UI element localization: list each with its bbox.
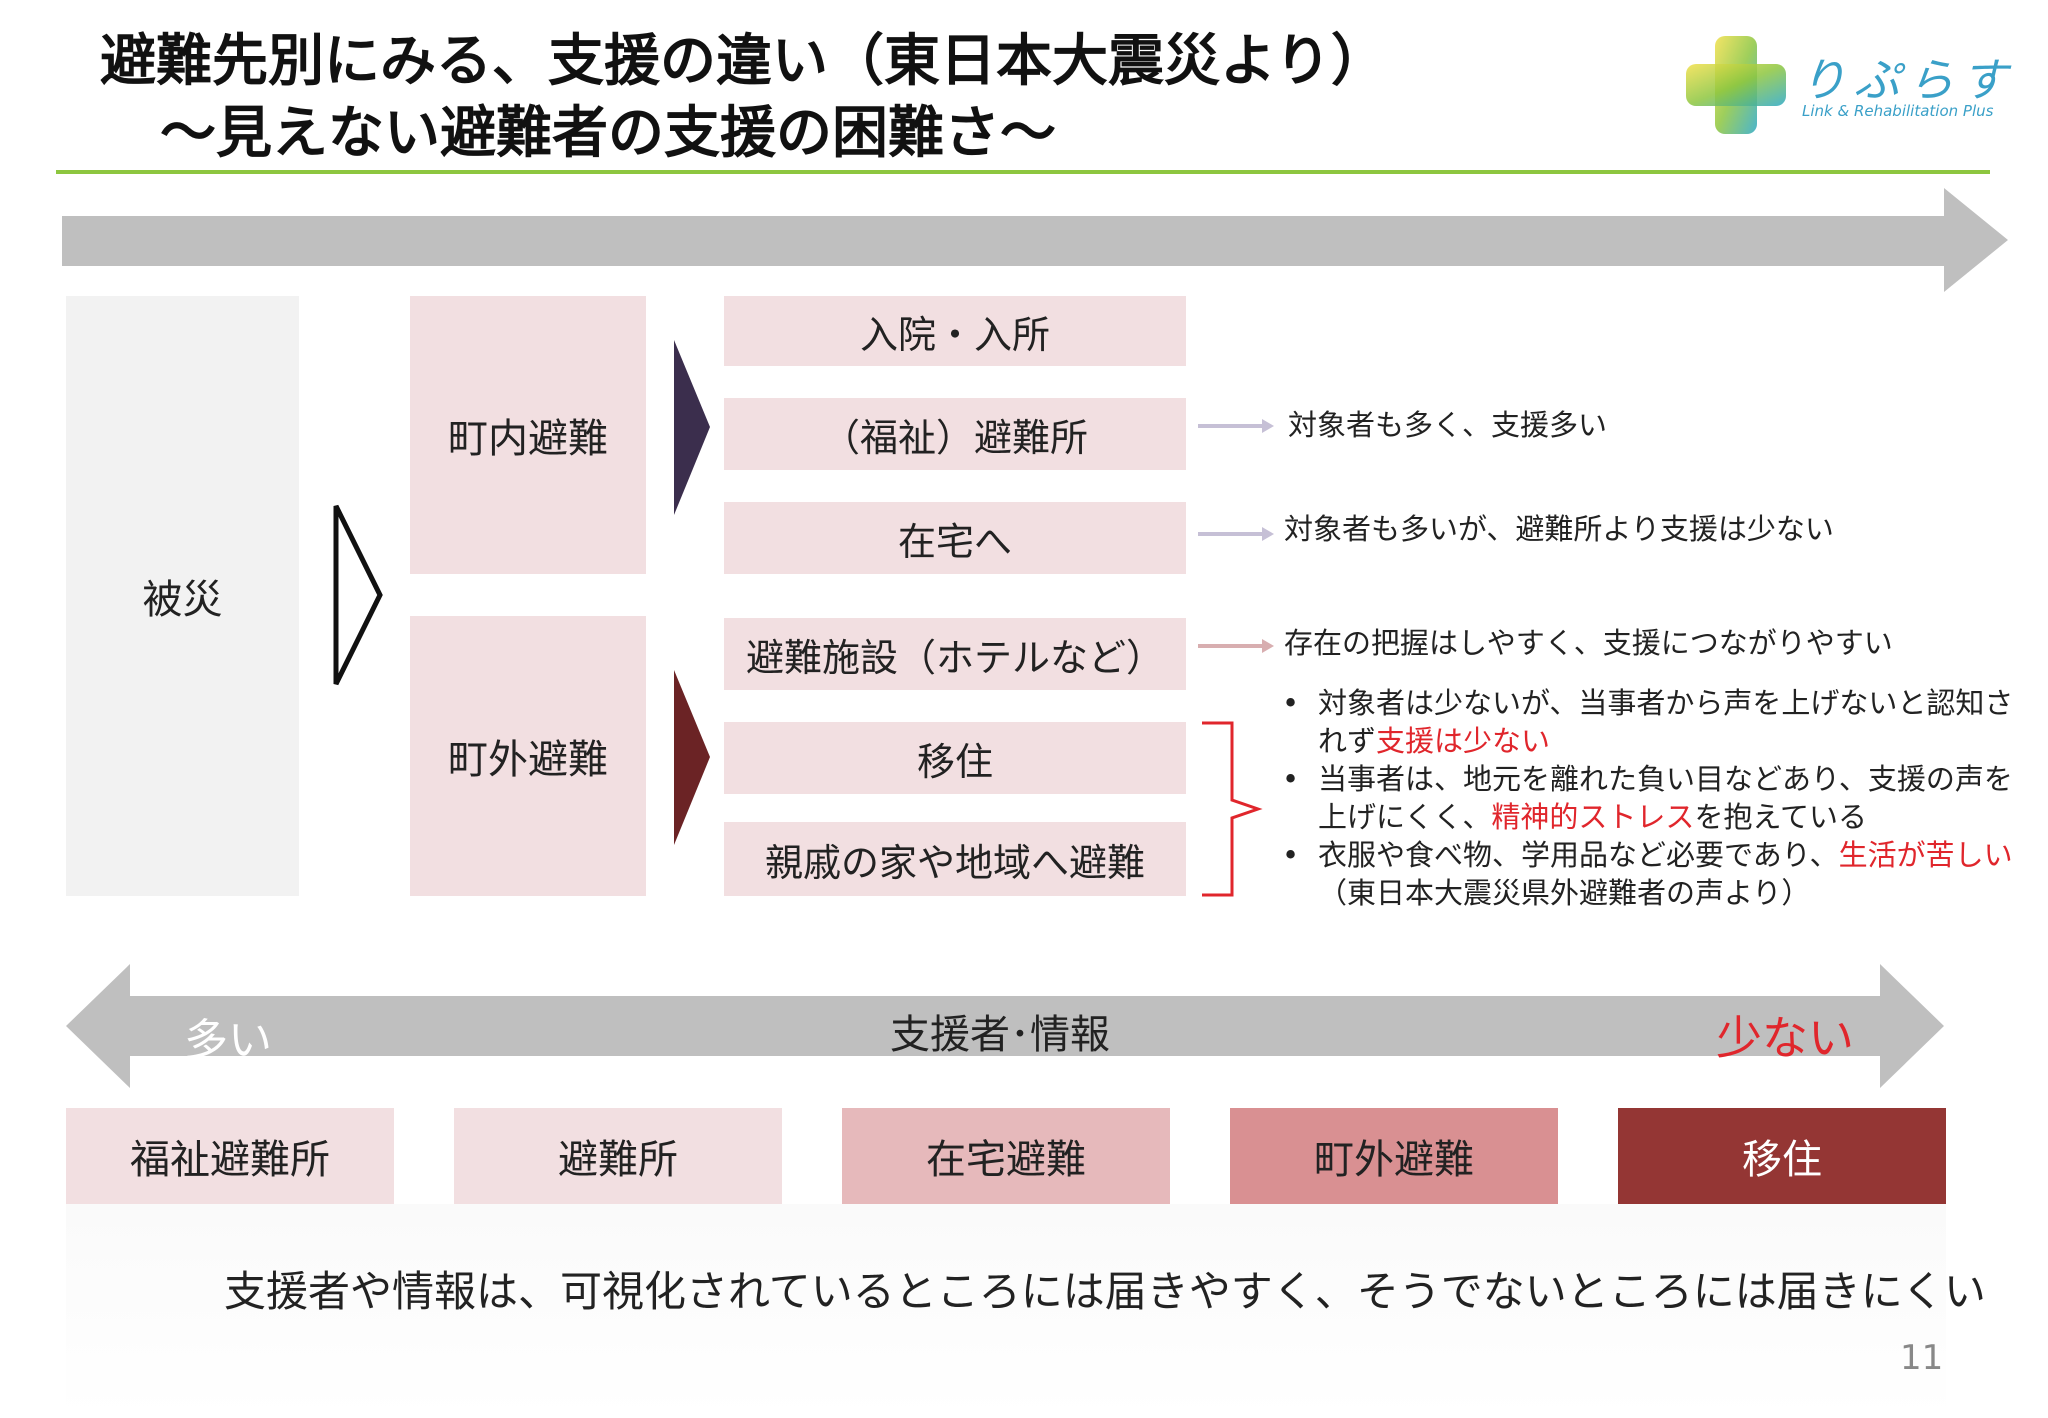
option-welfare-shelter-label: （福祉）避難所 [821, 415, 1088, 460]
bullet-text-pre: 当事者は、地元を離れた負い目などあり、支援の声を上げにくく、 [1318, 762, 2013, 834]
arrow-facility-icon [1198, 639, 1274, 653]
bullet-item: • 衣服や食べ物、学用品など必要であり、生活が苦しい（東日本大震災県外避難者の声… [1282, 838, 2013, 910]
conclusion-text: 支援者や情報は、可視化されているところには届きやすく、そうでないところには届きに… [224, 1267, 1986, 1316]
option-hospital: 入院・入所 [724, 296, 1186, 366]
bullet-text-post: を抱えている [1694, 800, 1867, 834]
in-town-label: 町内避難 [448, 416, 608, 462]
option-hospital-label: 入院・入所 [859, 312, 1050, 357]
level-box: 移住 [1618, 1108, 1946, 1204]
logo-cross-icon [1686, 36, 1786, 134]
page-title-line2: 〜見えない避難者の支援の困難さ〜 [160, 101, 1056, 166]
bullet-text-pre: 衣服や食べ物、学用品など必要であり、 [1318, 838, 1839, 872]
note-facility: 存在の把握はしやすく、支援につながりやすい [1284, 626, 1893, 660]
note-welfare-shelter: 対象者も多く、支援多い [1288, 408, 1608, 442]
level-box: 在宅避難 [842, 1108, 1170, 1204]
branch-arrow-icon [333, 504, 383, 686]
bullet-item: • 対象者は少ないが、当事者から声を上げないと認知されず支援は少ない [1282, 686, 2014, 758]
bracket-icon [1202, 721, 1263, 897]
arrow-welfare-icon [1198, 419, 1274, 433]
scale-right-label: 少ない [1716, 1011, 1854, 1065]
scale-left-label: 多い [184, 1015, 272, 1066]
bullet-item: • 当事者は、地元を離れた負い目などあり、支援の声を上げにくく、精神的ストレスを… [1282, 762, 2013, 834]
title-rule [56, 170, 1990, 174]
level-label: 町外避難 [1314, 1137, 1474, 1183]
level-box: 福祉避難所 [66, 1108, 394, 1204]
level-box: 避難所 [454, 1108, 782, 1204]
option-relatives: 親戚の家や地域へ避難 [724, 822, 1186, 896]
page-title-line1: 避難先別にみる、支援の違い（東日本大震災より） [100, 29, 1387, 94]
option-facility: 避難施設（ホテルなど） [724, 618, 1186, 690]
bullet-text-emphasis: 支援は少ない [1376, 724, 1551, 758]
option-relocation: 移住 [724, 722, 1186, 794]
timeline-arrow [62, 188, 2008, 292]
bullet-text-emphasis: 生活が苦しい [1838, 838, 2013, 872]
option-relatives-label: 親戚の家や地域へ避難 [764, 840, 1145, 885]
in-town-box: 町内避難 [410, 296, 646, 574]
option-welfare-shelter: （福祉）避難所 [724, 398, 1186, 470]
out-town-label: 町外避難 [448, 737, 608, 783]
out-town-box: 町外避難 [410, 616, 646, 896]
disaster-box: 被災 [66, 296, 299, 896]
disaster-label: 被災 [142, 577, 223, 623]
bullet-text-emphasis: 精神的ストレス [1491, 800, 1695, 834]
logo-tagline: Link & Rehabilitation Plus [1802, 102, 1994, 120]
level-box: 町外避難 [1230, 1108, 1558, 1204]
scale-center-label: 支援者･情報 [890, 1012, 1110, 1058]
out-town-triangle-icon [674, 670, 710, 845]
option-facility-label: 避難施設（ホテルなど） [745, 635, 1164, 680]
page-number: 11 [1900, 1338, 1944, 1378]
logo-name: りぷらす [1800, 53, 2016, 107]
logo: りぷらす Link & Rehabilitation Plus [1680, 30, 2020, 140]
bullet-text-post: （東日本大震災県外避難者の声より） [1318, 876, 1811, 910]
option-home-label: 在宅へ [897, 519, 1012, 564]
bullet-text-pre: 対象者は少ないが、当事者から声を上げないと認知されず [1318, 686, 2014, 758]
note-home: 対象者も多いが、避難所より支援は少ない [1284, 512, 1834, 546]
scale-arrow [66, 964, 1944, 1088]
option-relocation-label: 移住 [916, 739, 993, 784]
option-home: 在宅へ [724, 502, 1186, 574]
conclusion-band [66, 1204, 1946, 1418]
level-label: 在宅避難 [926, 1137, 1086, 1183]
arrow-home-icon [1198, 527, 1274, 541]
in-town-triangle-icon [674, 340, 710, 515]
level-label: 移住 [1742, 1137, 1822, 1183]
level-label: 福祉避難所 [130, 1137, 330, 1183]
level-label: 避難所 [558, 1137, 678, 1183]
